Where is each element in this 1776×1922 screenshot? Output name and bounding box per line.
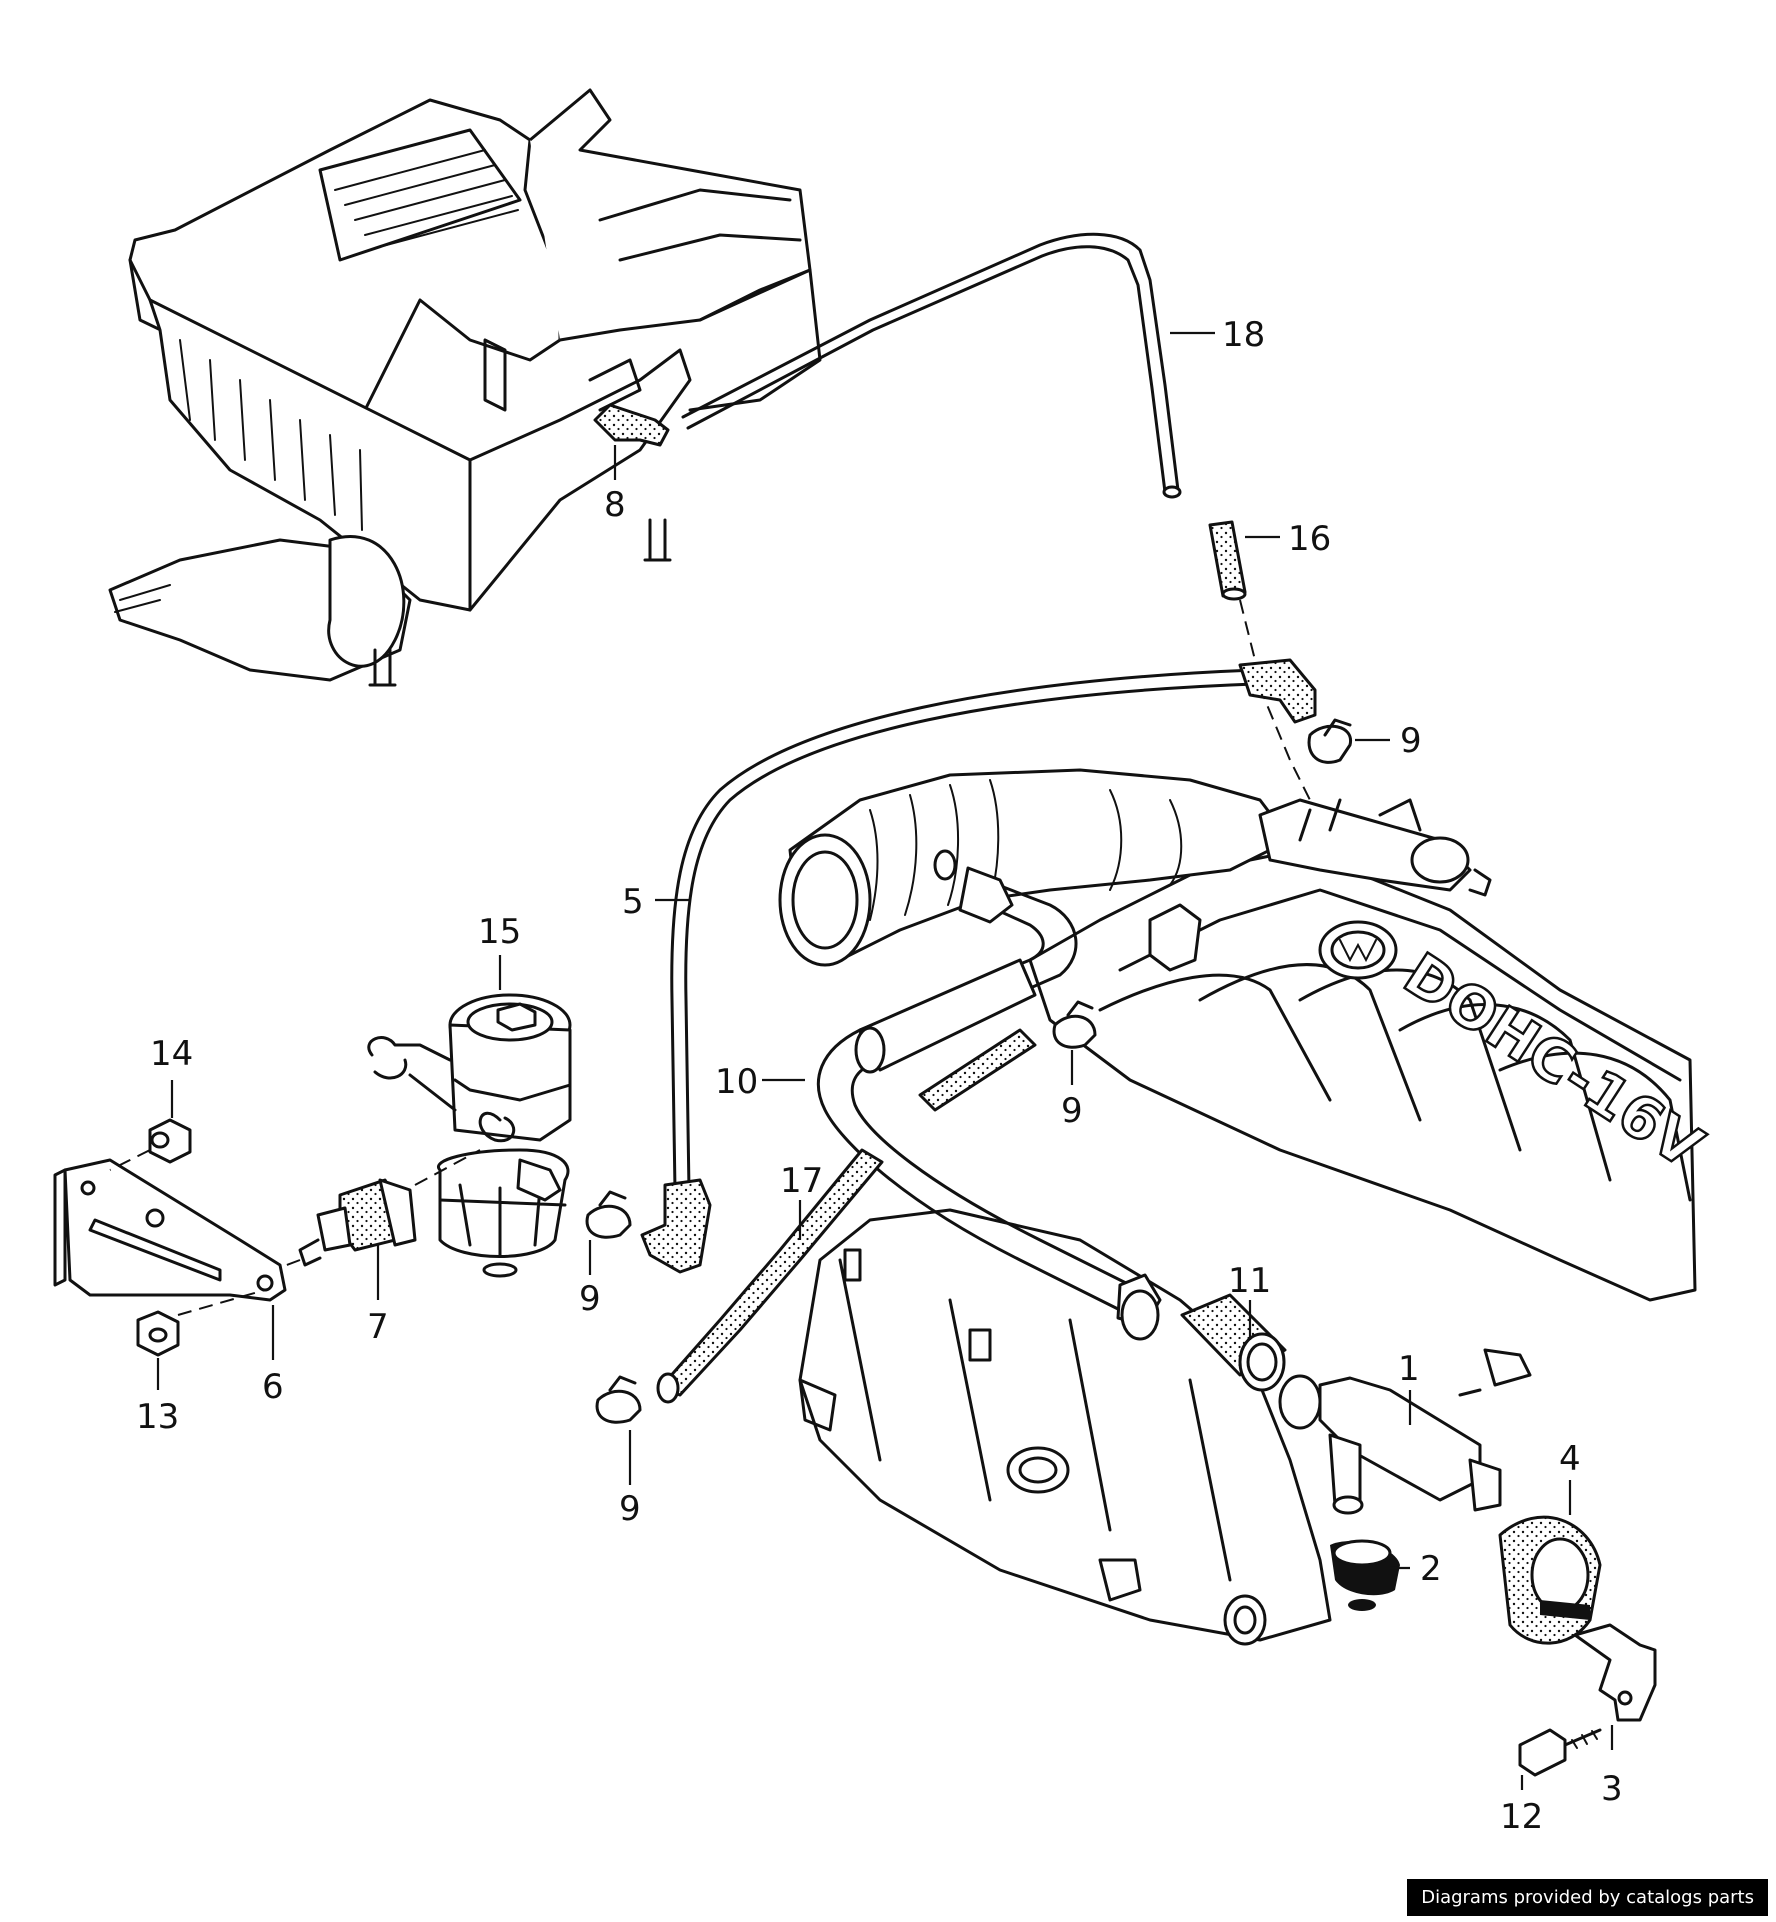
callout-4: 4	[1559, 1439, 1581, 1479]
part-14-nut	[148, 1118, 192, 1164]
callout-16: 16	[1288, 519, 1331, 559]
part-6-bracket	[53, 1158, 287, 1302]
small-hose-near-9	[918, 1028, 1037, 1112]
callout-8: 8	[604, 485, 626, 525]
part-11-sleeve	[1180, 1293, 1287, 1392]
part-15-valve-assembly	[367, 993, 572, 1278]
part-18-breather-pipe	[681, 232, 1182, 499]
callout-7: 7	[367, 1307, 389, 1347]
callout-17: 17	[780, 1161, 823, 1201]
part-16-hose	[1208, 520, 1247, 601]
callout-3: 3	[1601, 1769, 1623, 1809]
part-9-clip	[1052, 1000, 1097, 1049]
leader-lines	[156, 331, 1614, 1790]
callout-14: 14	[150, 1034, 193, 1074]
callout-11: 11	[1228, 1261, 1271, 1301]
part-2-grommet	[1330, 1539, 1400, 1611]
callout-12: 12	[1500, 1797, 1543, 1837]
callout-13: 13	[136, 1397, 179, 1437]
part-12-bolt	[1518, 1728, 1602, 1777]
part-4-mount-ring	[1498, 1515, 1602, 1645]
part-17-hose	[656, 1148, 884, 1404]
part-8-hose	[593, 403, 670, 447]
part-7-sensor	[298, 1178, 417, 1267]
callout-9b: 9	[1061, 1091, 1083, 1131]
callout-9d: 9	[619, 1489, 641, 1529]
part-13-nut	[136, 1310, 180, 1357]
credit-badge: Diagrams provided by catalogs parts	[1407, 1879, 1768, 1916]
intake-air-hose	[778, 768, 1492, 972]
callout-9a: 9	[1400, 721, 1422, 761]
part-3-bracket	[1573, 1623, 1657, 1722]
part-9-clip	[1307, 718, 1352, 764]
part-9-clip	[595, 1375, 642, 1424]
callout-9c: 9	[579, 1279, 601, 1319]
callout-5: 5	[622, 882, 644, 922]
intake-manifold: DOHC-16V	[798, 848, 1716, 1646]
callouts: 1 2 3 4 5 6 7 8 9 9 9 9 10 11 12 13 14 1…	[136, 315, 1623, 1837]
air-filter-housing	[108, 88, 822, 687]
callout-15: 15	[478, 912, 521, 952]
part-5-hose	[640, 658, 1317, 1274]
callout-6: 6	[262, 1367, 284, 1407]
callout-18: 18	[1222, 315, 1265, 355]
callout-10: 10	[715, 1062, 758, 1102]
part-1-valve	[1278, 1374, 1502, 1515]
part-10-pipe	[816, 849, 1162, 1341]
callout-2: 2	[1420, 1549, 1442, 1589]
part-9-clip	[585, 1190, 632, 1239]
callout-1: 1	[1398, 1349, 1420, 1389]
